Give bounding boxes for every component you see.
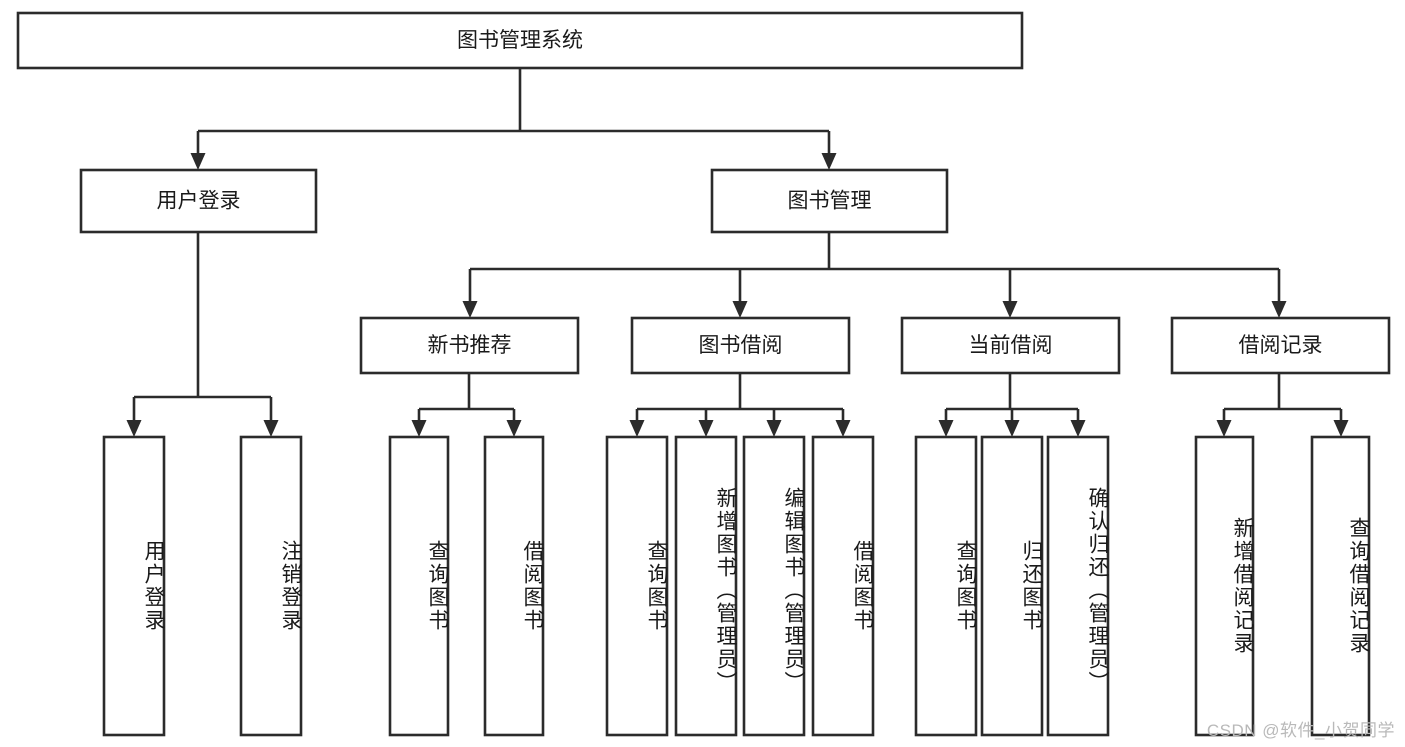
node-label: 借阅记录	[1239, 334, 1323, 357]
leaf-node-box-9[interactable]	[980, 435, 1044, 737]
connector-arrow-icon	[1004, 420, 1020, 437]
leaf-node-box-2[interactable]	[388, 435, 450, 737]
connector-arrow-icon	[1333, 420, 1349, 437]
connector-arrow-icon	[629, 420, 645, 437]
leaf-node-box-5[interactable]	[674, 435, 738, 737]
node-label: 用户登录	[157, 190, 241, 213]
node-box[interactable]	[359, 316, 580, 375]
leaf-node-box-12[interactable]	[1310, 435, 1371, 737]
connector-arrow-icon	[732, 301, 748, 318]
level2-node-2[interactable]: 当前借阅	[900, 316, 1121, 375]
connector-arrow-icon	[1070, 420, 1086, 437]
connector-group-current_to_leaves	[944, 373, 1080, 421]
node-box[interactable]	[1170, 316, 1391, 375]
connector-arrow-icon	[835, 420, 851, 437]
node-label: 图书管理系统	[457, 29, 583, 52]
connector-group-login_to_leaves	[132, 232, 273, 421]
connector-group-borrow_to_leaves	[635, 373, 845, 421]
leaf-node-box-1[interactable]	[239, 435, 303, 737]
node-label: 当前借阅	[969, 334, 1053, 357]
leaf-node-box-7[interactable]	[811, 435, 875, 737]
leaf-node-box-0[interactable]	[102, 435, 166, 737]
level2-node-0[interactable]: 新书推荐	[359, 316, 580, 375]
node-label: 图书借阅	[699, 334, 783, 357]
level2-node-1[interactable]: 图书借阅	[630, 316, 851, 375]
connector-group-level1_to_level2	[468, 232, 1281, 302]
connector-arrow-icon	[1002, 301, 1018, 318]
leaf-node-box-10[interactable]	[1046, 435, 1110, 737]
leaf-node-box-8[interactable]	[914, 435, 978, 737]
leaf-node-box-3[interactable]	[483, 435, 545, 737]
node-label: 新书推荐	[428, 334, 512, 357]
node-label: 图书管理	[788, 190, 872, 213]
leaf-node-box-6[interactable]	[742, 435, 806, 737]
connector-arrow-icon	[1271, 301, 1287, 318]
connector-arrow-icon	[126, 420, 142, 437]
connector-group-record_to_leaves	[1222, 373, 1343, 421]
connector-arrow-icon	[1216, 420, 1232, 437]
connector-group-root_to_level1	[196, 68, 831, 154]
level1-node-0[interactable]: 用户登录	[79, 168, 318, 234]
watermark-label: CSDN @软件_小贺同学	[1206, 721, 1395, 740]
leaf-node-box-4[interactable]	[605, 435, 669, 737]
root-node-e59bbee4b9a6e7aea1e79086e7b3bbe7bb9f[interactable]: 图书管理系统	[16, 11, 1024, 70]
node-box[interactable]	[630, 316, 851, 375]
node-box[interactable]	[710, 168, 949, 234]
connector-arrow-icon	[462, 301, 478, 318]
connector-arrow-icon	[938, 420, 954, 437]
node-box[interactable]	[900, 316, 1121, 375]
node-box[interactable]	[79, 168, 318, 234]
connector-arrow-icon	[263, 420, 279, 437]
connector-arrow-icon	[411, 420, 427, 437]
leaf-node-box-11[interactable]	[1194, 435, 1255, 737]
connector-arrow-icon	[190, 153, 206, 170]
level1-node-1[interactable]: 图书管理	[710, 168, 949, 234]
node-box[interactable]	[16, 11, 1024, 70]
level2-node-3[interactable]: 借阅记录	[1170, 316, 1391, 375]
connector-arrow-icon	[698, 420, 714, 437]
connector-arrow-icon	[821, 153, 837, 170]
connector-arrow-icon	[506, 420, 522, 437]
connector-group-newbook_to_leaves	[417, 373, 516, 421]
connector-arrow-icon	[766, 420, 782, 437]
